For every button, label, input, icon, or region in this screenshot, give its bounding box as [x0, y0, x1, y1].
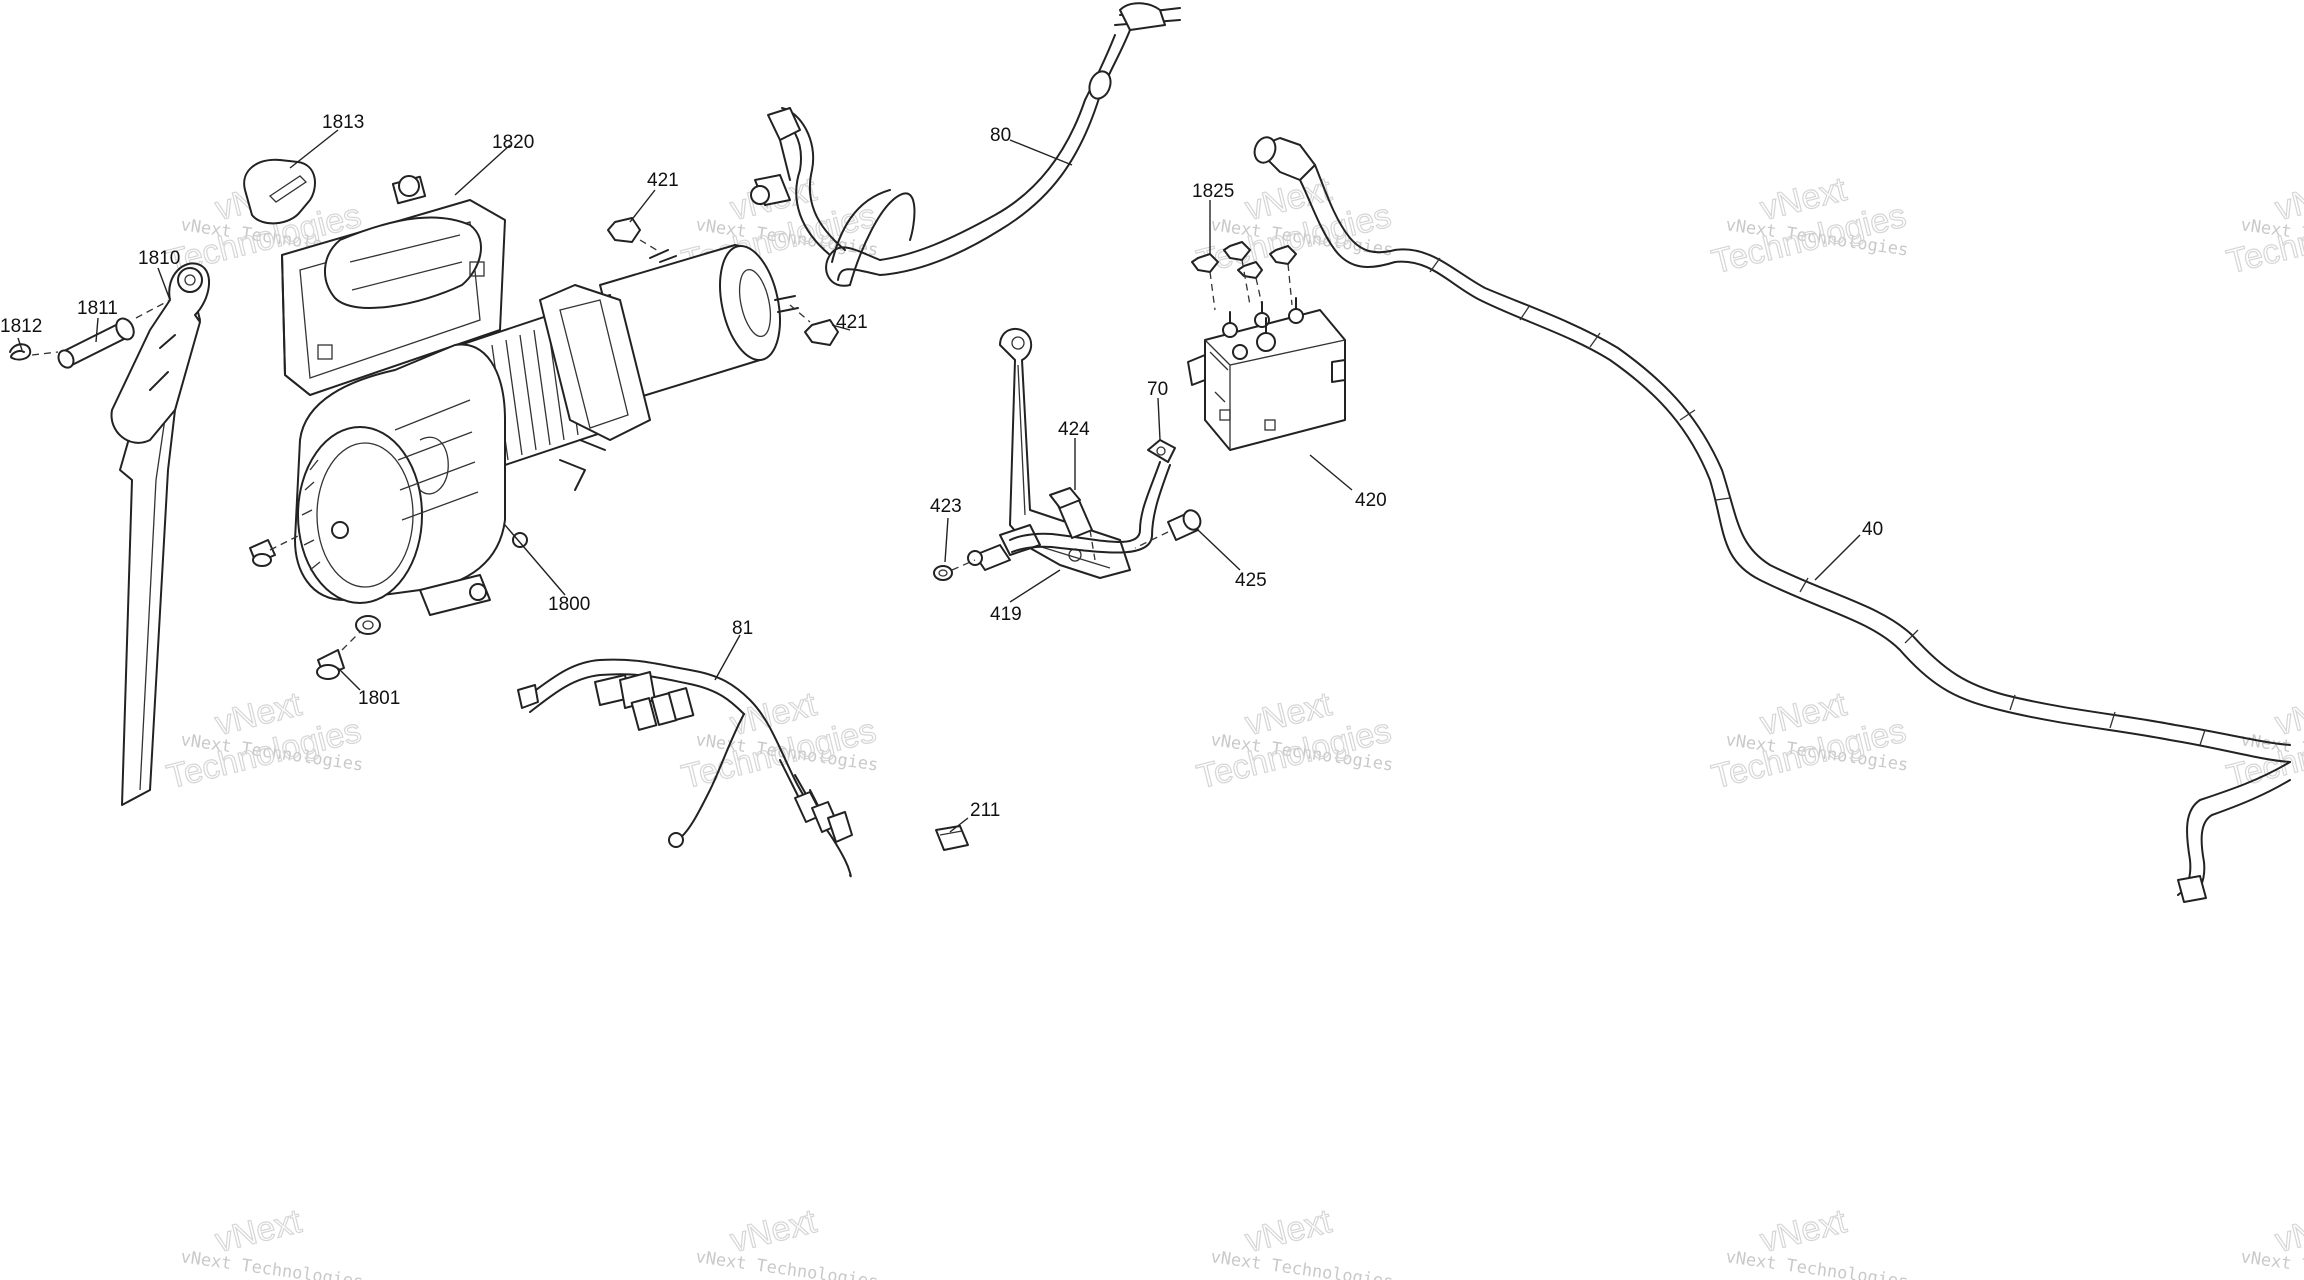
part-421-nut-right [789, 304, 839, 346]
callout-1825: 1825 [1192, 181, 1234, 202]
part-1825-nuts [1191, 241, 1297, 311]
part-1811-pin [31, 299, 171, 369]
part-424-bolt [1049, 487, 1096, 561]
part-1801-bolt [316, 615, 381, 680]
callout-81: 81 [732, 618, 753, 639]
watermark-tile: vNext Technologies Technologies vNext [1192, 684, 1395, 797]
svg-text:vNext Technologies: vNext Technologies [694, 1247, 879, 1280]
part-211-clip [935, 825, 969, 851]
part-421-nut-upper [607, 217, 661, 253]
part-419-bracket [967, 327, 1131, 579]
callout-80: 80 [990, 125, 1011, 146]
callout-1812: 1812 [0, 316, 42, 337]
callout-1800: 1800 [548, 594, 590, 615]
callout-419: 419 [990, 604, 1022, 625]
svg-text:vNext Technologies: vNext Technologies [1724, 1247, 1909, 1280]
callout-425: 425 [1235, 570, 1267, 591]
watermark-tile: vNext Technologies vNext [1209, 1201, 1394, 1280]
svg-text:vNext: vNext [1242, 1202, 1336, 1260]
watermark-tile: vNext Technologies Technologies vNext [1707, 684, 1910, 797]
svg-text:vNext: vNext [1757, 1202, 1851, 1260]
watermark-tile: vNext Technologies vNext [2239, 1201, 2304, 1280]
part-1800-winch [249, 244, 799, 616]
part-420-contactor [1187, 297, 1346, 451]
part-1813-tag [243, 158, 316, 225]
watermark-tile: vNext Technologies Technologies vNext [1707, 169, 1910, 282]
watermark-tile: vNext Technologies vNext [179, 1201, 364, 1280]
watermark-tile: vNext Technologies Technologies vNext [677, 684, 880, 797]
svg-text:vNext: vNext [727, 1202, 821, 1260]
callout-423: 423 [930, 496, 962, 517]
watermark-tile: vNext Technologies vNext [694, 1201, 879, 1280]
part-81-harness [517, 658, 853, 878]
callout-70: 70 [1147, 379, 1168, 400]
callout-40: 40 [1862, 519, 1883, 540]
svg-text:vNext Technologies: vNext Technologies [179, 1247, 364, 1280]
part-70-cable [1009, 439, 1176, 554]
part-40-harness [1253, 136, 2291, 903]
callout-1810: 1810 [138, 248, 180, 269]
callout-1813: 1813 [322, 112, 364, 133]
svg-text:vNext Technologies: vNext Technologies [1209, 1247, 1394, 1280]
callout-211: 211 [970, 800, 1000, 821]
bolt-1800-left [249, 539, 276, 567]
callout-1820: 1820 [492, 132, 534, 153]
watermark-tile: vNext Technologies vNext [1724, 1201, 1909, 1280]
part-1810-handle [110, 262, 211, 806]
callout-1811: 1811 [77, 298, 118, 319]
part-423-washer [933, 559, 976, 581]
part-80-cable [750, 2, 1181, 287]
part-425-bolt [1134, 509, 1202, 549]
svg-text:vNext: vNext [212, 1202, 306, 1260]
callout-1801: 1801 [358, 688, 400, 709]
leader-lines [17, 129, 1861, 833]
callout-421-right: 421 [836, 312, 868, 333]
callout-421-upper: 421 [647, 170, 679, 191]
watermark-tile: vNext Technologies Technologies vNext [162, 684, 365, 797]
watermark-tile: vNext Technologies Technologies vNext [2222, 169, 2304, 282]
callout-420: 420 [1355, 490, 1387, 511]
callout-labels: 1813 1820 421 80 1825 1810 1812 1811 421… [0, 112, 1883, 821]
callout-424: 424 [1058, 419, 1090, 440]
part-1820-fairlead [281, 175, 506, 396]
